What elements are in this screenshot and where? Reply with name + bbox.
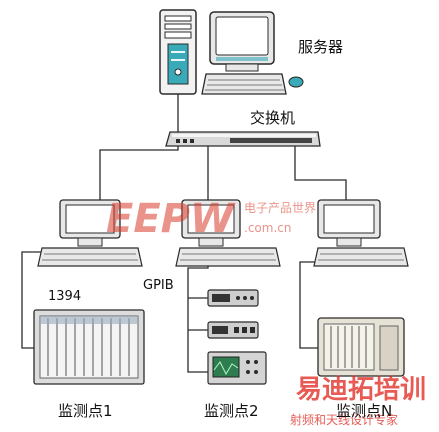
daq-instrument-n-icon <box>317 317 405 377</box>
computer-2-icon <box>175 199 281 267</box>
computer-1-icon <box>37 199 143 267</box>
computer-n-icon <box>313 199 409 267</box>
gpib-instrument-1-icon <box>207 289 259 307</box>
link-switch-pcN <box>294 146 347 200</box>
link-switch-pc1 <box>99 146 179 200</box>
link-gpib <box>187 262 209 373</box>
ieee1394-label: 1394 <box>48 289 81 304</box>
gpib-label: GPIB <box>143 278 174 293</box>
eepw-logo-text: EEPW <box>106 196 236 242</box>
server-keyboard-icon <box>201 73 287 95</box>
rfeda-watermark: 易迪拓培训 射频和天线设计专家 <box>290 375 426 427</box>
server-mouse-icon <box>288 76 304 88</box>
gpib-instrument-2-icon <box>207 321 259 339</box>
monitoring-point-n-label: 监测点N <box>336 402 392 420</box>
monitoring-point-2-label: 监测点2 <box>204 402 259 420</box>
network-switch-icon <box>165 131 321 147</box>
eepw-url-text: .com.cn <box>244 221 291 235</box>
gpib-instrument-3-icon <box>207 351 267 385</box>
eepw-watermark: EEPW 电子产品世界 .com.cn <box>106 196 316 242</box>
rfeda-sub-text: 射频和天线设计专家 <box>290 412 398 427</box>
switch-label: 交换机 <box>250 109 295 127</box>
pxi-chassis-icon <box>33 309 145 385</box>
link-1394 <box>21 251 42 349</box>
rfeda-logo-text: 易迪拓培训 <box>296 375 426 405</box>
server-monitor-icon <box>209 11 275 72</box>
monitoring-point-1-label: 监测点1 <box>58 402 113 420</box>
server-label: 服务器 <box>298 38 343 56</box>
eepw-cn-text: 电子产品世界 <box>244 201 316 215</box>
server-tower-icon <box>159 9 197 95</box>
